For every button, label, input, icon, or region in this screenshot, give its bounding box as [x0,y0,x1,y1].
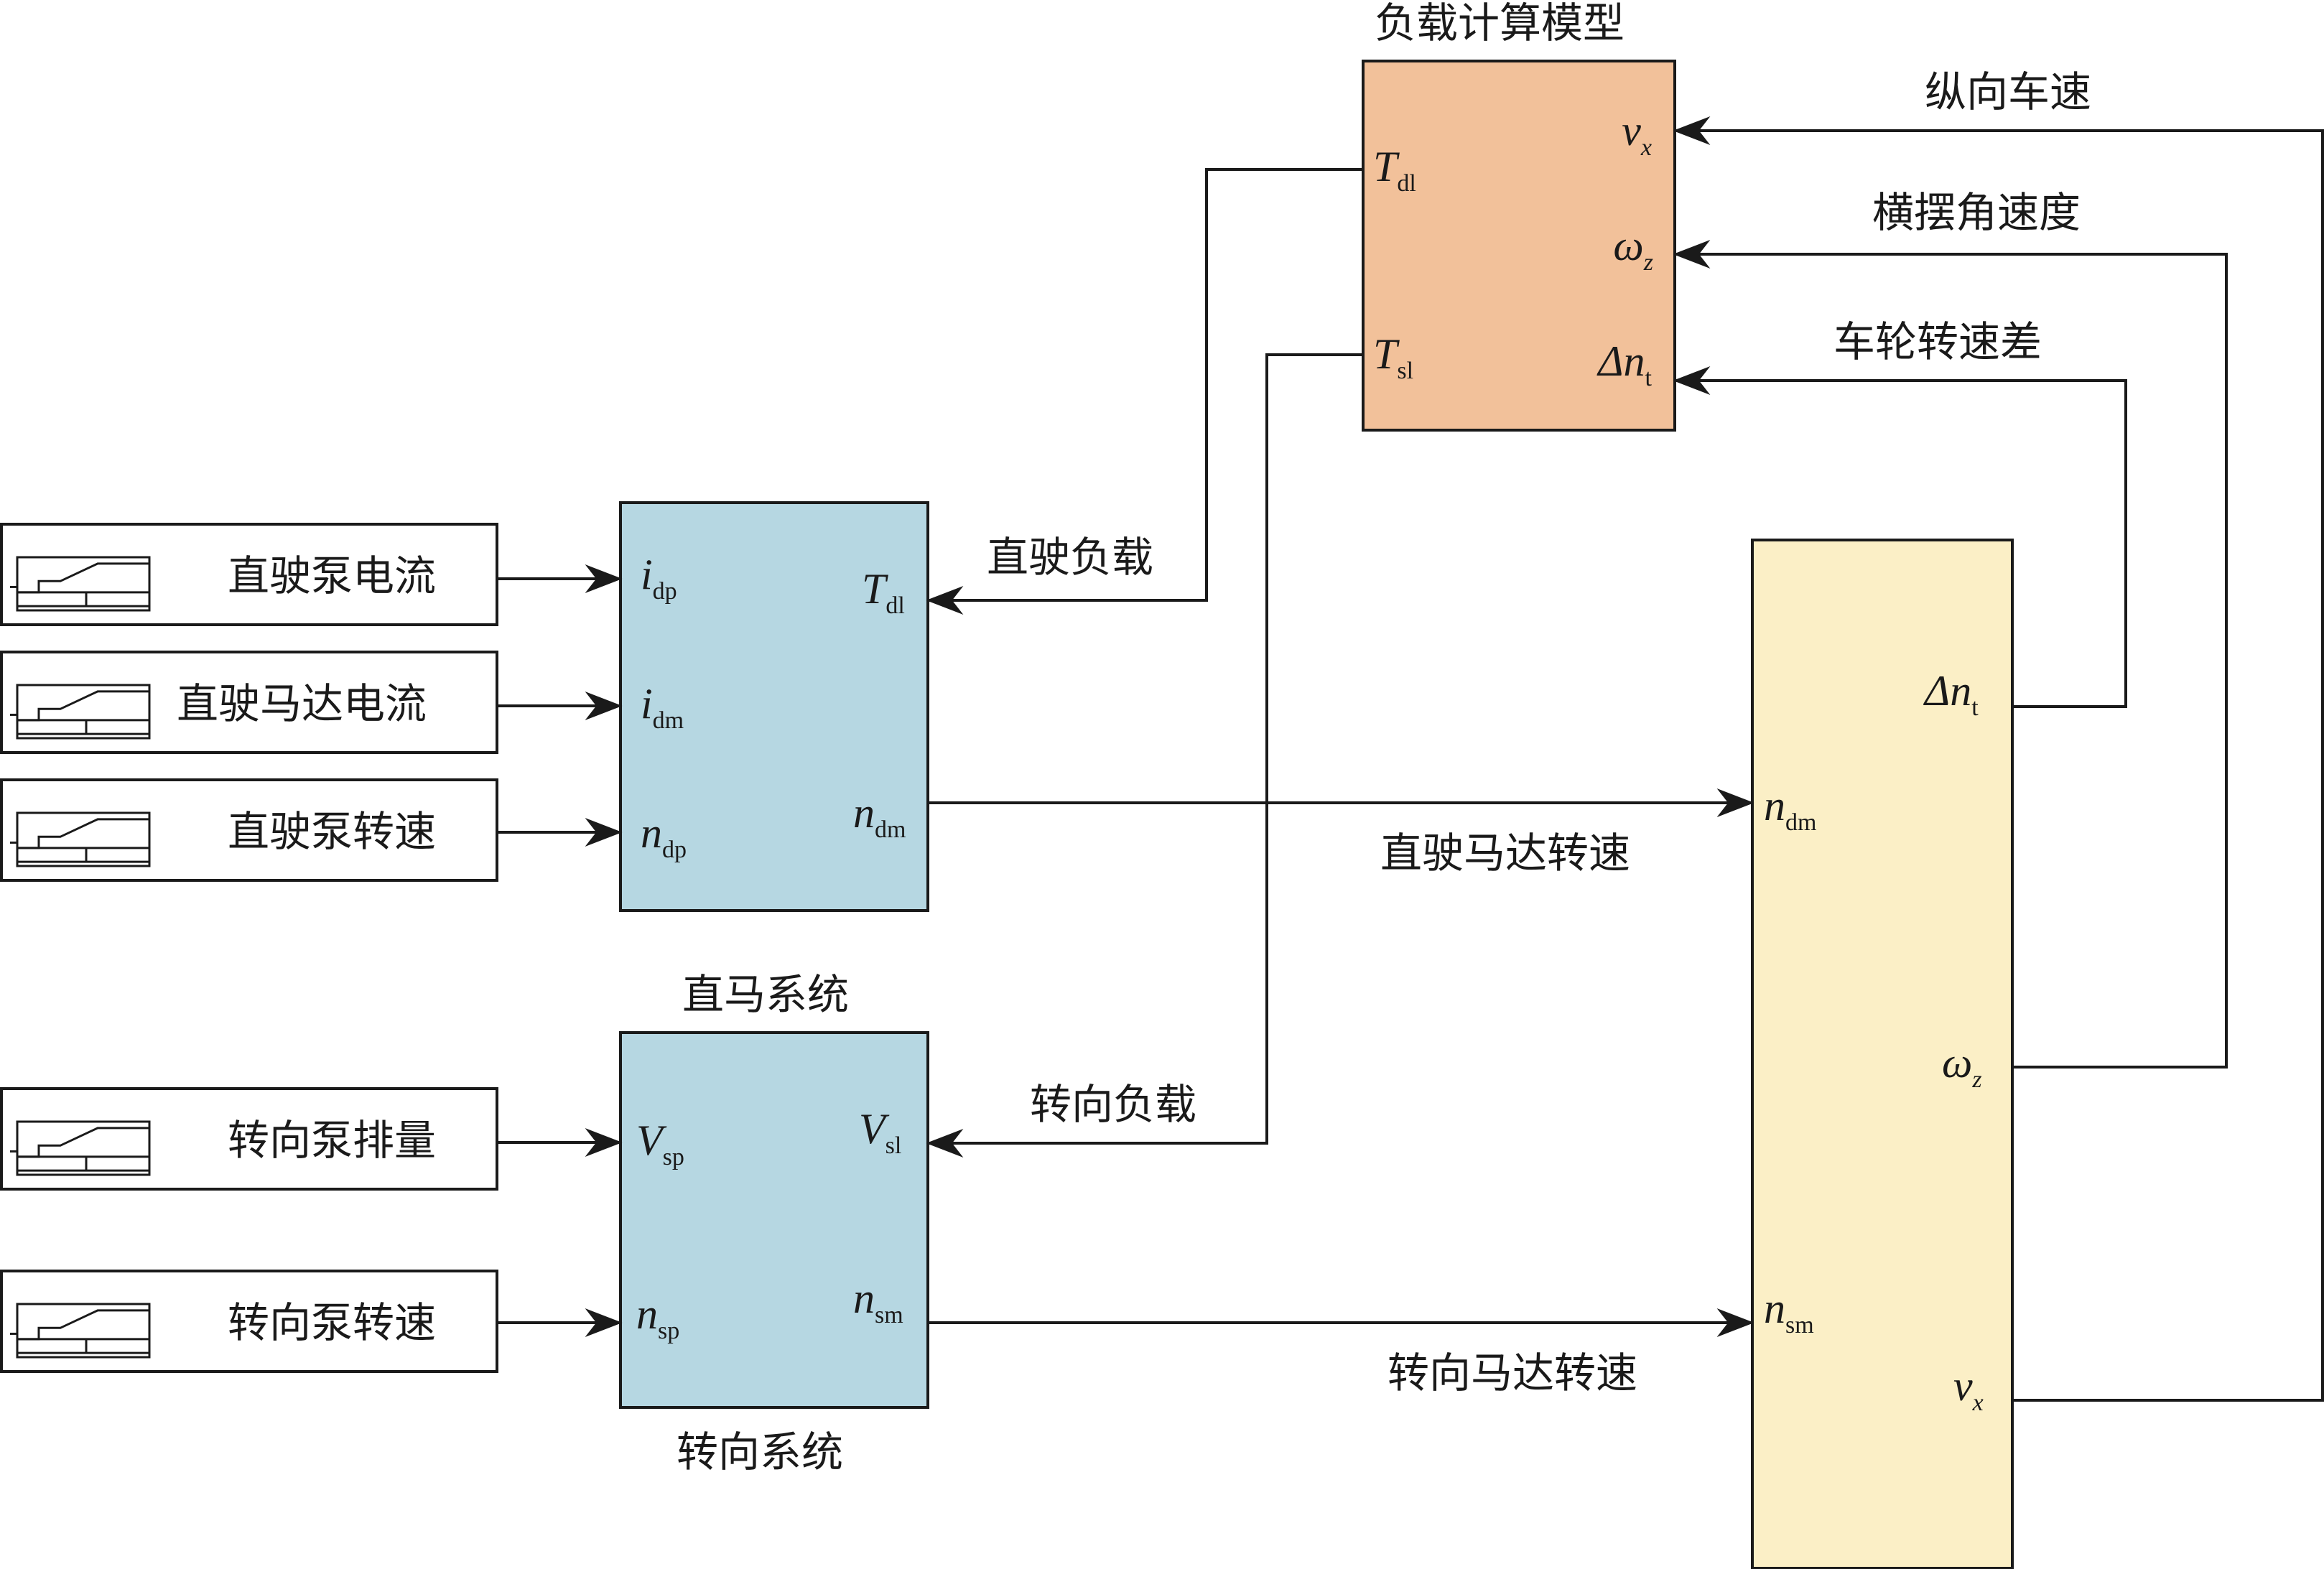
wire-wheel-speed-diff [1673,366,2127,708]
signal-label-steer-load: 转向负载 [1030,1080,1196,1129]
signal-label-direct-load: 直驶负载 [987,533,1153,582]
steer-port-vsl: Vsl [859,1105,901,1159]
wire-longitudinal-speed [1673,116,2324,1402]
load-port-wz: ωz [1613,222,1653,276]
load-model-title: 负载计算模型 [1375,0,1625,47]
steer-port-vsp: Vsp [636,1117,684,1170]
source-block[interactable]: 直驶泵转速 [0,778,498,882]
load-port-dnt: Δnt [1596,337,1652,391]
wire-direct-load [926,168,1363,615]
vehicle-port-dnt: Δnt [1923,667,1979,721]
load-port-tsl: Tsl [1373,330,1413,384]
vehicle-port-ndm: ndm [1764,782,1816,836]
signal-label-dnt: 车轮转速差 [1833,317,2042,366]
steering-system-block[interactable] [619,1031,929,1409]
steer-port-nsm: nsm [853,1275,903,1328]
vehicle-port-wz: ωz [1942,1039,1982,1093]
signal-label-vx: 纵向车速 [1925,67,2091,116]
vehicle-port-vx: vx [1953,1362,1984,1416]
source-block[interactable]: 转向泵排量 [0,1087,498,1191]
signal-builder-icon [10,556,151,612]
signal-builder-icon [10,811,151,867]
signal-label-steer-motor-speed: 转向马达转速 [1388,1349,1637,1397]
signal-builder-icon [10,1303,151,1359]
direct-port-ndp: ndp [641,809,687,863]
direct-port-tdl: Tdl [862,565,905,619]
steer-port-nsp: nsp [636,1290,679,1344]
source-label: 直驶泵转速 [228,807,436,856]
direct-port-idp: idp [641,551,677,605]
signal-builder-icon [10,1120,151,1176]
load-model-block[interactable] [1362,60,1676,432]
direct-system-title: 直马系统 [682,970,849,1019]
wire-steer-load [926,353,1363,1158]
source-label: 转向泵排量 [228,1116,436,1165]
signal-label-wz: 横摆角速度 [1872,188,2081,237]
direct-port-idm: idm [641,680,684,734]
source-label: 转向泵转速 [228,1298,436,1347]
direct-port-ndm: ndm [853,789,906,843]
signal-label-direct-motor-speed: 直驶马达转速 [1380,829,1630,877]
source-label: 直驶泵电流 [228,551,436,600]
steering-system-title: 转向系统 [677,1428,843,1476]
direct-system-block[interactable] [619,501,929,912]
vehicle-port-nsm: nsm [1764,1285,1814,1338]
source-block[interactable]: 直驶马达电流 [0,651,498,754]
wire-yaw-rate [1673,240,2228,1068]
source-label: 直驶马达电流 [177,679,427,728]
signal-builder-icon [10,684,151,740]
load-port-vx: vx [1622,107,1652,161]
vehicle-block[interactable] [1751,539,2014,1569]
source-block[interactable]: 转向泵转速 [0,1270,498,1373]
load-port-tdl: Tdl [1373,143,1416,197]
source-block[interactable]: 直驶泵电流 [0,523,498,626]
